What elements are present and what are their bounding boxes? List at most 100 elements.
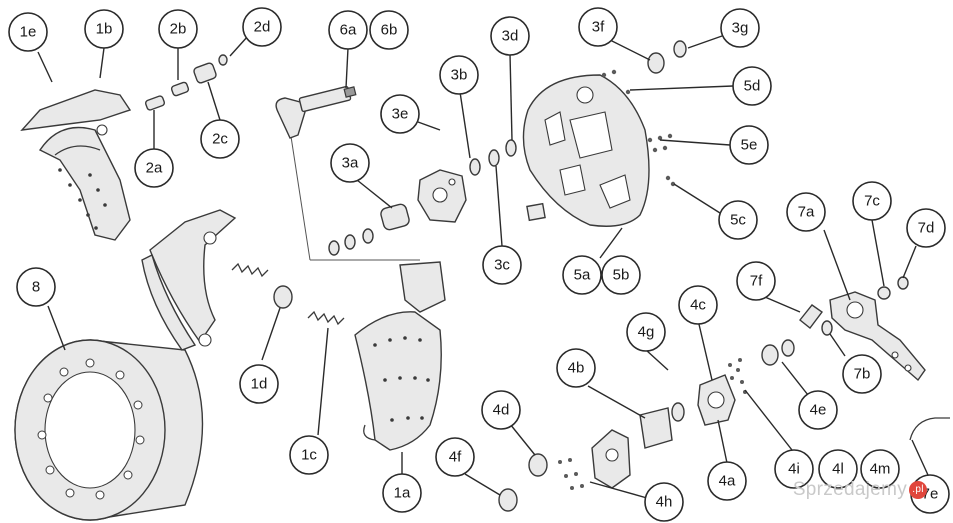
svg-text:2c: 2c [212, 131, 228, 148]
svg-text:4b: 4b [568, 360, 585, 377]
svg-text:5b: 5b [613, 267, 630, 284]
slack-adjuster [829, 291, 926, 382]
svg-text:7a: 7a [798, 204, 815, 221]
svg-text:5e: 5e [741, 137, 758, 154]
dust-shield [522, 74, 650, 227]
small-screws [601, 69, 676, 187]
brake-shoe-lower [354, 261, 446, 451]
callout-3e: 3e [380, 94, 420, 134]
svg-text:3f: 3f [592, 19, 605, 36]
svg-text:5c: 5c [730, 212, 746, 229]
brake-drum [14, 339, 204, 521]
pin-bushing-set [144, 54, 228, 111]
washers-3f-3g [647, 40, 687, 74]
svg-text:4f: 4f [449, 449, 462, 466]
callout-8: 8 [16, 267, 56, 307]
callout-3d: 3d [490, 16, 530, 56]
sensor-cable [909, 417, 950, 441]
callout-1a: 1a [382, 473, 422, 513]
svg-text:4c: 4c [690, 297, 706, 314]
callout-2c: 2c [200, 119, 240, 159]
callout-2b: 2b [158, 9, 198, 49]
callout-4g: 4g [626, 312, 666, 352]
svg-text:4m: 4m [870, 461, 891, 478]
callout-1c: 1c [289, 435, 329, 475]
leader-lines [37, 35, 929, 499]
svg-text:3g: 3g [732, 20, 749, 37]
camshaft [275, 85, 357, 139]
svg-text:5a: 5a [574, 267, 591, 284]
callout-4b: 4b [556, 348, 596, 388]
svg-text:4a: 4a [719, 473, 736, 490]
callout-4c: 4c [678, 285, 718, 325]
callout-3g: 3g [720, 8, 760, 48]
callout-3f: 3f [578, 7, 618, 47]
washer-7c [877, 286, 891, 300]
svg-text:1a: 1a [394, 485, 411, 502]
svg-text:3b: 3b [451, 67, 468, 84]
callout-4h: 4h [644, 482, 684, 522]
svg-text:8: 8 [32, 279, 40, 296]
svg-text:4g: 4g [638, 324, 655, 341]
callout-4f: 4f [435, 437, 475, 477]
ring-4d [528, 453, 548, 477]
washer-7d [897, 276, 909, 290]
svg-text:2a: 2a [146, 160, 163, 177]
callout-3b: 3b [439, 55, 479, 95]
camshaft-axis-line [289, 129, 311, 261]
svg-text:7c: 7c [864, 193, 880, 210]
abs-components [639, 339, 795, 449]
abs-bracket [558, 429, 631, 490]
svg-text:3e: 3e [392, 106, 409, 123]
callout-5a: 5a [562, 255, 602, 295]
callout-5b: 5b [601, 255, 641, 295]
watermark-text: Sprzedajemy [792, 479, 907, 500]
watermark-logo: Sprzedajemy .pl [793, 479, 927, 501]
washers-3c-3d [469, 139, 517, 176]
svg-text:1e: 1e [20, 24, 37, 41]
svg-text:2d: 2d [254, 19, 271, 36]
callout-1d: 1d [239, 364, 279, 404]
svg-text:5d: 5d [744, 78, 761, 95]
callout-5c: 5c [718, 200, 758, 240]
svg-text:6b: 6b [381, 22, 398, 39]
callout-7f: 7f [736, 261, 776, 301]
svg-text:1c: 1c [301, 447, 317, 464]
svg-text:4i: 4i [788, 461, 800, 478]
callout-4a: 4a [707, 461, 747, 501]
ring-4f [498, 488, 518, 512]
callout-4d: 4d [481, 390, 521, 430]
callout-7c: 7c [852, 181, 892, 221]
callout-6a: 6a [328, 10, 368, 50]
roller-1d [273, 285, 293, 309]
svg-text:7f: 7f [750, 273, 763, 290]
svg-text:4d: 4d [493, 402, 510, 419]
callout-6b: 6b [369, 10, 409, 50]
callout-7b: 7b [842, 354, 882, 394]
callout-5e: 5e [729, 125, 769, 165]
cam-bushing-and-seals [328, 203, 410, 256]
callout-3c: 3c [482, 245, 522, 285]
clip-7f [799, 304, 823, 329]
svg-text:3d: 3d [502, 28, 519, 45]
brake-shoe-upper-left [20, 89, 132, 241]
ring-7b [821, 320, 833, 336]
watermark-badge: .pl [909, 481, 927, 499]
callout-4i: 4i [774, 449, 814, 489]
svg-text:1b: 1b [96, 21, 113, 38]
svg-text:3c: 3c [494, 257, 510, 274]
svg-text:7d: 7d [918, 220, 935, 237]
svg-text:3a: 3a [342, 155, 359, 172]
callout-4m: 4m [860, 449, 900, 489]
svg-text:7b: 7b [854, 366, 871, 383]
callout-3a: 3a [330, 143, 370, 183]
callout-7d: 7d [906, 208, 946, 248]
svg-text:1d: 1d [251, 376, 268, 393]
svg-text:4l: 4l [832, 461, 844, 478]
callout-2d: 2d [242, 7, 282, 47]
callout-1e: 1e [8, 12, 48, 52]
callout-1b: 1b [84, 9, 124, 49]
callout-4e: 4e [798, 390, 838, 430]
svg-text:4e: 4e [810, 402, 827, 419]
